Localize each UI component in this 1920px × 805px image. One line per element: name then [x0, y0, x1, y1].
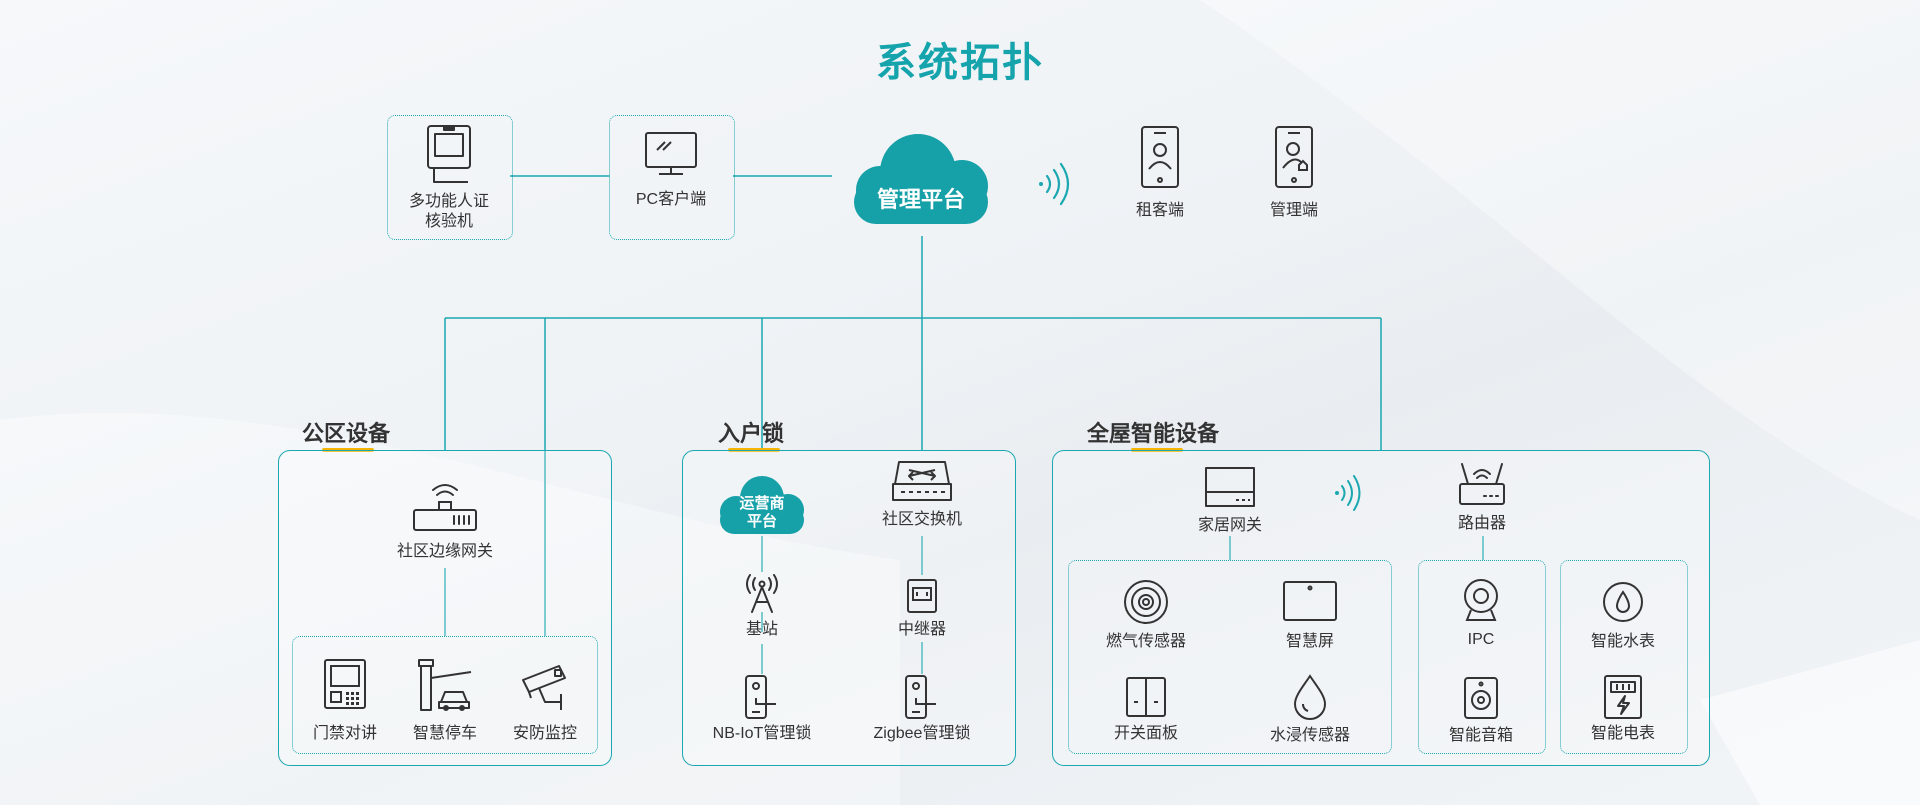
door-lock-icon: [745, 675, 776, 719]
gas-sensor-icon: [1124, 580, 1168, 624]
panel-smart: [1052, 450, 1710, 766]
access-label: 门禁对讲: [312, 725, 377, 742]
section-title-lock-text: 入户锁: [718, 421, 785, 446]
water-meter-icon: [1603, 582, 1643, 622]
electric-meter-icon: [1604, 675, 1642, 719]
repeater-icon: [907, 579, 937, 613]
switch-panel-node[interactable]: 开关面板: [1086, 676, 1206, 744]
base-station-node[interactable]: 基站: [712, 574, 812, 640]
security-node[interactable]: 安防监控: [500, 658, 590, 744]
router-devices-box: [1418, 560, 1546, 754]
admin-node[interactable]: 管理端: [1254, 125, 1334, 221]
access-node[interactable]: 门禁对讲: [300, 658, 390, 744]
router-label: 路由器: [1457, 515, 1506, 532]
water-meter-label: 智能水表: [1590, 633, 1655, 650]
kiosk-label-1: 多功能人证: [408, 193, 489, 210]
repeater-label: 中继器: [897, 621, 946, 638]
admin-phone-icon: [1275, 126, 1313, 188]
water-drop-icon: [1293, 674, 1327, 720]
community-switch-label: 社区交换机: [881, 511, 962, 528]
gateway-icon: [413, 484, 477, 531]
base-station-label: 基站: [745, 621, 778, 638]
ipc-label: IPC: [1467, 631, 1495, 648]
smart-screen-node[interactable]: 智慧屏: [1250, 580, 1370, 652]
operator-label-1: 运营商: [739, 495, 785, 512]
switch-panel-label: 开关面板: [1113, 725, 1178, 742]
home-devices-box: [1068, 560, 1392, 754]
antenna-tower-icon: [746, 574, 778, 613]
ipc-camera-icon: [1464, 579, 1498, 621]
smart-screen-label: 智慧屏: [1285, 633, 1334, 650]
smart-speaker-node[interactable]: 智能音箱: [1420, 676, 1542, 746]
door-lock-icon: [905, 675, 936, 719]
router-icon: [1459, 463, 1505, 505]
section-title-smart: 全屋智能设备: [1087, 416, 1220, 452]
operator-cloud[interactable]: 运营商 平台: [716, 472, 808, 534]
zigbee-lock-node[interactable]: Zigbee管理锁: [862, 674, 982, 744]
water-sensor-node[interactable]: 水浸传感器: [1250, 674, 1370, 746]
smart-speaker-label: 智能音箱: [1448, 727, 1513, 744]
kiosk-box: [387, 115, 513, 240]
switch-panel-icon: [1126, 677, 1166, 717]
tenant-node[interactable]: 租客端: [1120, 125, 1200, 221]
electric-meter-label: 智能电表: [1590, 725, 1655, 742]
meter-devices-box: [1560, 560, 1688, 754]
section-title-public: 公区设备: [302, 416, 391, 452]
ipc-node[interactable]: IPC: [1420, 578, 1542, 650]
nb-iot-lock-label: NB-IoT管理锁: [712, 725, 812, 742]
cctv-camera-icon: [522, 665, 566, 710]
platform-cloud[interactable]: 管理平台: [850, 128, 992, 224]
gas-sensor-node[interactable]: 燃气传感器: [1086, 578, 1206, 652]
kiosk-label-2: 核验机: [424, 213, 473, 230]
kiosk-icon: [427, 125, 471, 183]
wireless-signal-icon: [1039, 162, 1070, 206]
speaker-icon: [1464, 677, 1498, 719]
monitor-icon: [645, 132, 697, 175]
pc-label: PC客户端: [635, 191, 707, 208]
operator-cloud-icon: [720, 476, 804, 534]
home-gateway-node[interactable]: 家居网关: [1170, 464, 1290, 536]
home-gateway-icon: [1205, 467, 1255, 507]
router-node[interactable]: 路由器: [1422, 462, 1542, 534]
security-label: 安防监控: [512, 725, 577, 742]
edge-gateway-label: 社区边缘网关: [396, 543, 493, 560]
pc-node[interactable]: PC客户端: [609, 130, 733, 210]
network-switch-icon: [892, 461, 952, 501]
community-switch-node[interactable]: 社区交换机: [860, 458, 984, 530]
electric-meter-node[interactable]: 智能电表: [1562, 674, 1684, 744]
operator-label-2: 平台: [746, 513, 777, 530]
page-title: 系统拓扑: [876, 41, 1044, 85]
smart-screen-icon: [1283, 581, 1337, 621]
admin-label: 管理端: [1269, 202, 1318, 219]
parking-node[interactable]: 智慧停车: [400, 658, 490, 744]
tenant-phone-icon: [1141, 126, 1179, 188]
home-gateway-label: 家居网关: [1197, 517, 1262, 534]
platform-label: 管理平台: [876, 187, 965, 212]
wireless-signal-icon: [1335, 475, 1361, 511]
pc-box: [609, 115, 735, 240]
parking-barrier-icon: [418, 659, 472, 711]
gas-sensor-label: 燃气传感器: [1105, 633, 1186, 650]
zigbee-lock-label: Zigbee管理锁: [873, 725, 971, 742]
water-meter-node[interactable]: 智能水表: [1562, 580, 1684, 652]
cloud-icon: [854, 134, 988, 224]
section-title-lock: 入户锁: [718, 416, 785, 452]
section-title-smart-text: 全屋智能设备: [1087, 421, 1220, 446]
kiosk-node[interactable]: 多功能人证 核验机: [387, 124, 511, 232]
tenant-label: 租客端: [1135, 202, 1184, 219]
public-devices-box: [292, 636, 598, 754]
intercom-icon: [324, 659, 366, 709]
edge-gateway-node[interactable]: 社区边缘网关: [370, 476, 520, 562]
parking-label: 智慧停车: [412, 725, 477, 742]
nb-iot-lock-node[interactable]: NB-IoT管理锁: [702, 674, 822, 744]
repeater-node[interactable]: 中继器: [872, 578, 972, 640]
section-title-public-text: 公区设备: [302, 421, 391, 446]
water-sensor-label: 水浸传感器: [1269, 727, 1350, 744]
